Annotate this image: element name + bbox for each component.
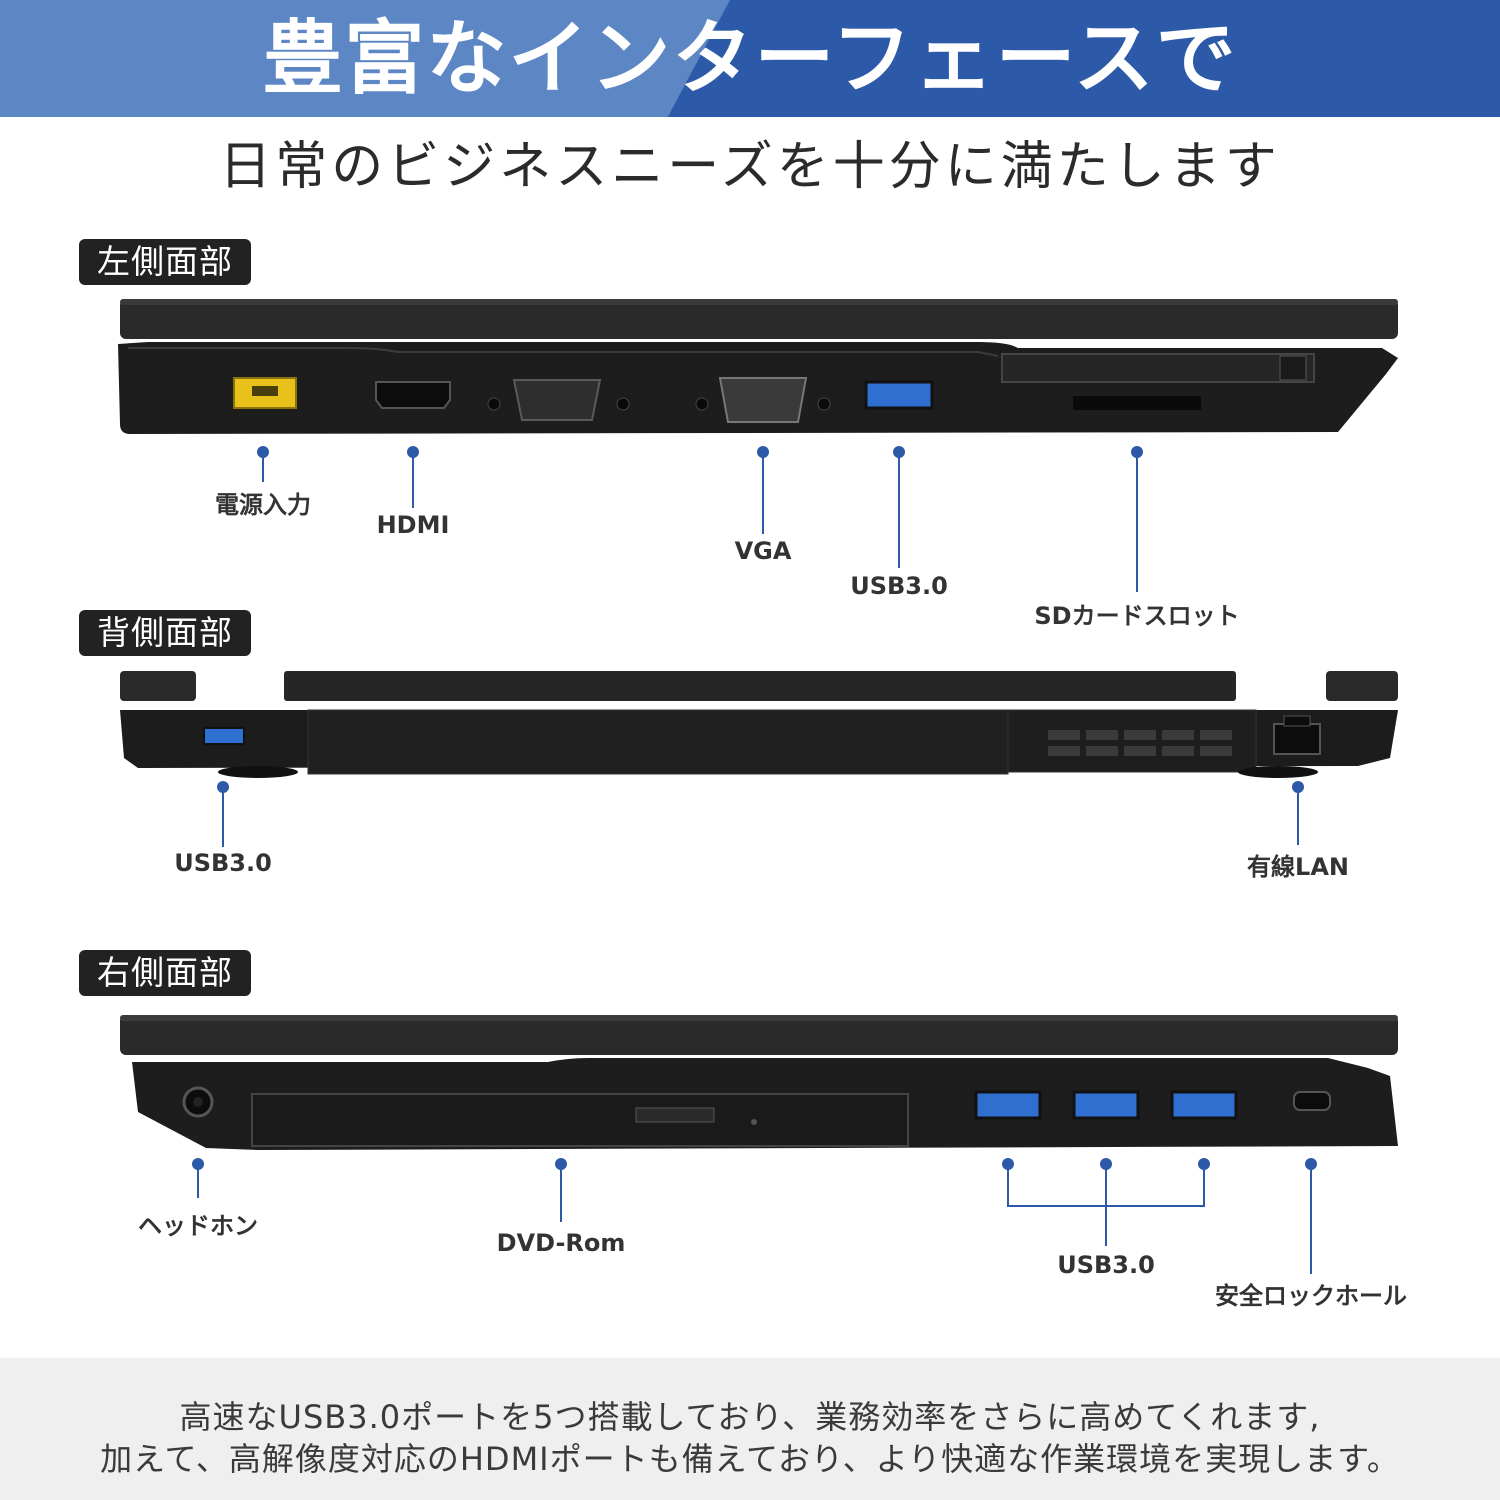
page-subtitle: 日常のビジネスニーズを十分に満たします <box>219 137 1281 197</box>
callout-label-vga: VGA <box>734 537 792 565</box>
callout-label-wired-lan: 有線LAN <box>1247 853 1349 881</box>
callout-label-security-lock: 安全ロックホール <box>1215 1282 1407 1310</box>
callout-label-power-input: 電源入力 <box>215 491 311 519</box>
section-label-back: 背側面部 <box>79 610 251 656</box>
callout-label-usb-left: USB3.0 <box>850 572 948 600</box>
header-banner <box>0 0 1500 117</box>
callout-label-usb-right: USB3.0 <box>1057 1251 1155 1279</box>
callout-label-sd-slot: SDカードスロット <box>1034 602 1240 630</box>
laptop-back-side-image <box>120 671 1398 778</box>
laptop-left-side-image <box>118 299 1398 434</box>
callout-label-hdmi: HDMI <box>376 511 450 539</box>
section-label-left: 左側面部 <box>79 239 251 285</box>
callout-label-dvd-rom: DVD-Rom <box>496 1229 626 1257</box>
page-title: 豊富なインターフェースで <box>262 12 1238 105</box>
section-label-right: 右側面部 <box>79 950 251 996</box>
laptop-right-side-image <box>120 1015 1398 1150</box>
footer-description: 高速なUSB3.0ポートを5つ搭載しており、業務効率をさらに高めてくれます, 加… <box>0 1358 1500 1500</box>
footer-line-2: 加えて、高解像度対応のHDMIポートも備えており、より快適な作業環境を実現します… <box>100 1440 1400 1478</box>
callout-label-headphone: ヘッドホン <box>138 1212 258 1240</box>
callout-label-usb-back: USB3.0 <box>174 849 272 877</box>
usb-bracket-line <box>1007 1205 1205 1207</box>
footer-line-1: 高速なUSB3.0ポートを5つ搭載しており、業務効率をさらに高めてくれます, <box>179 1398 1321 1436</box>
